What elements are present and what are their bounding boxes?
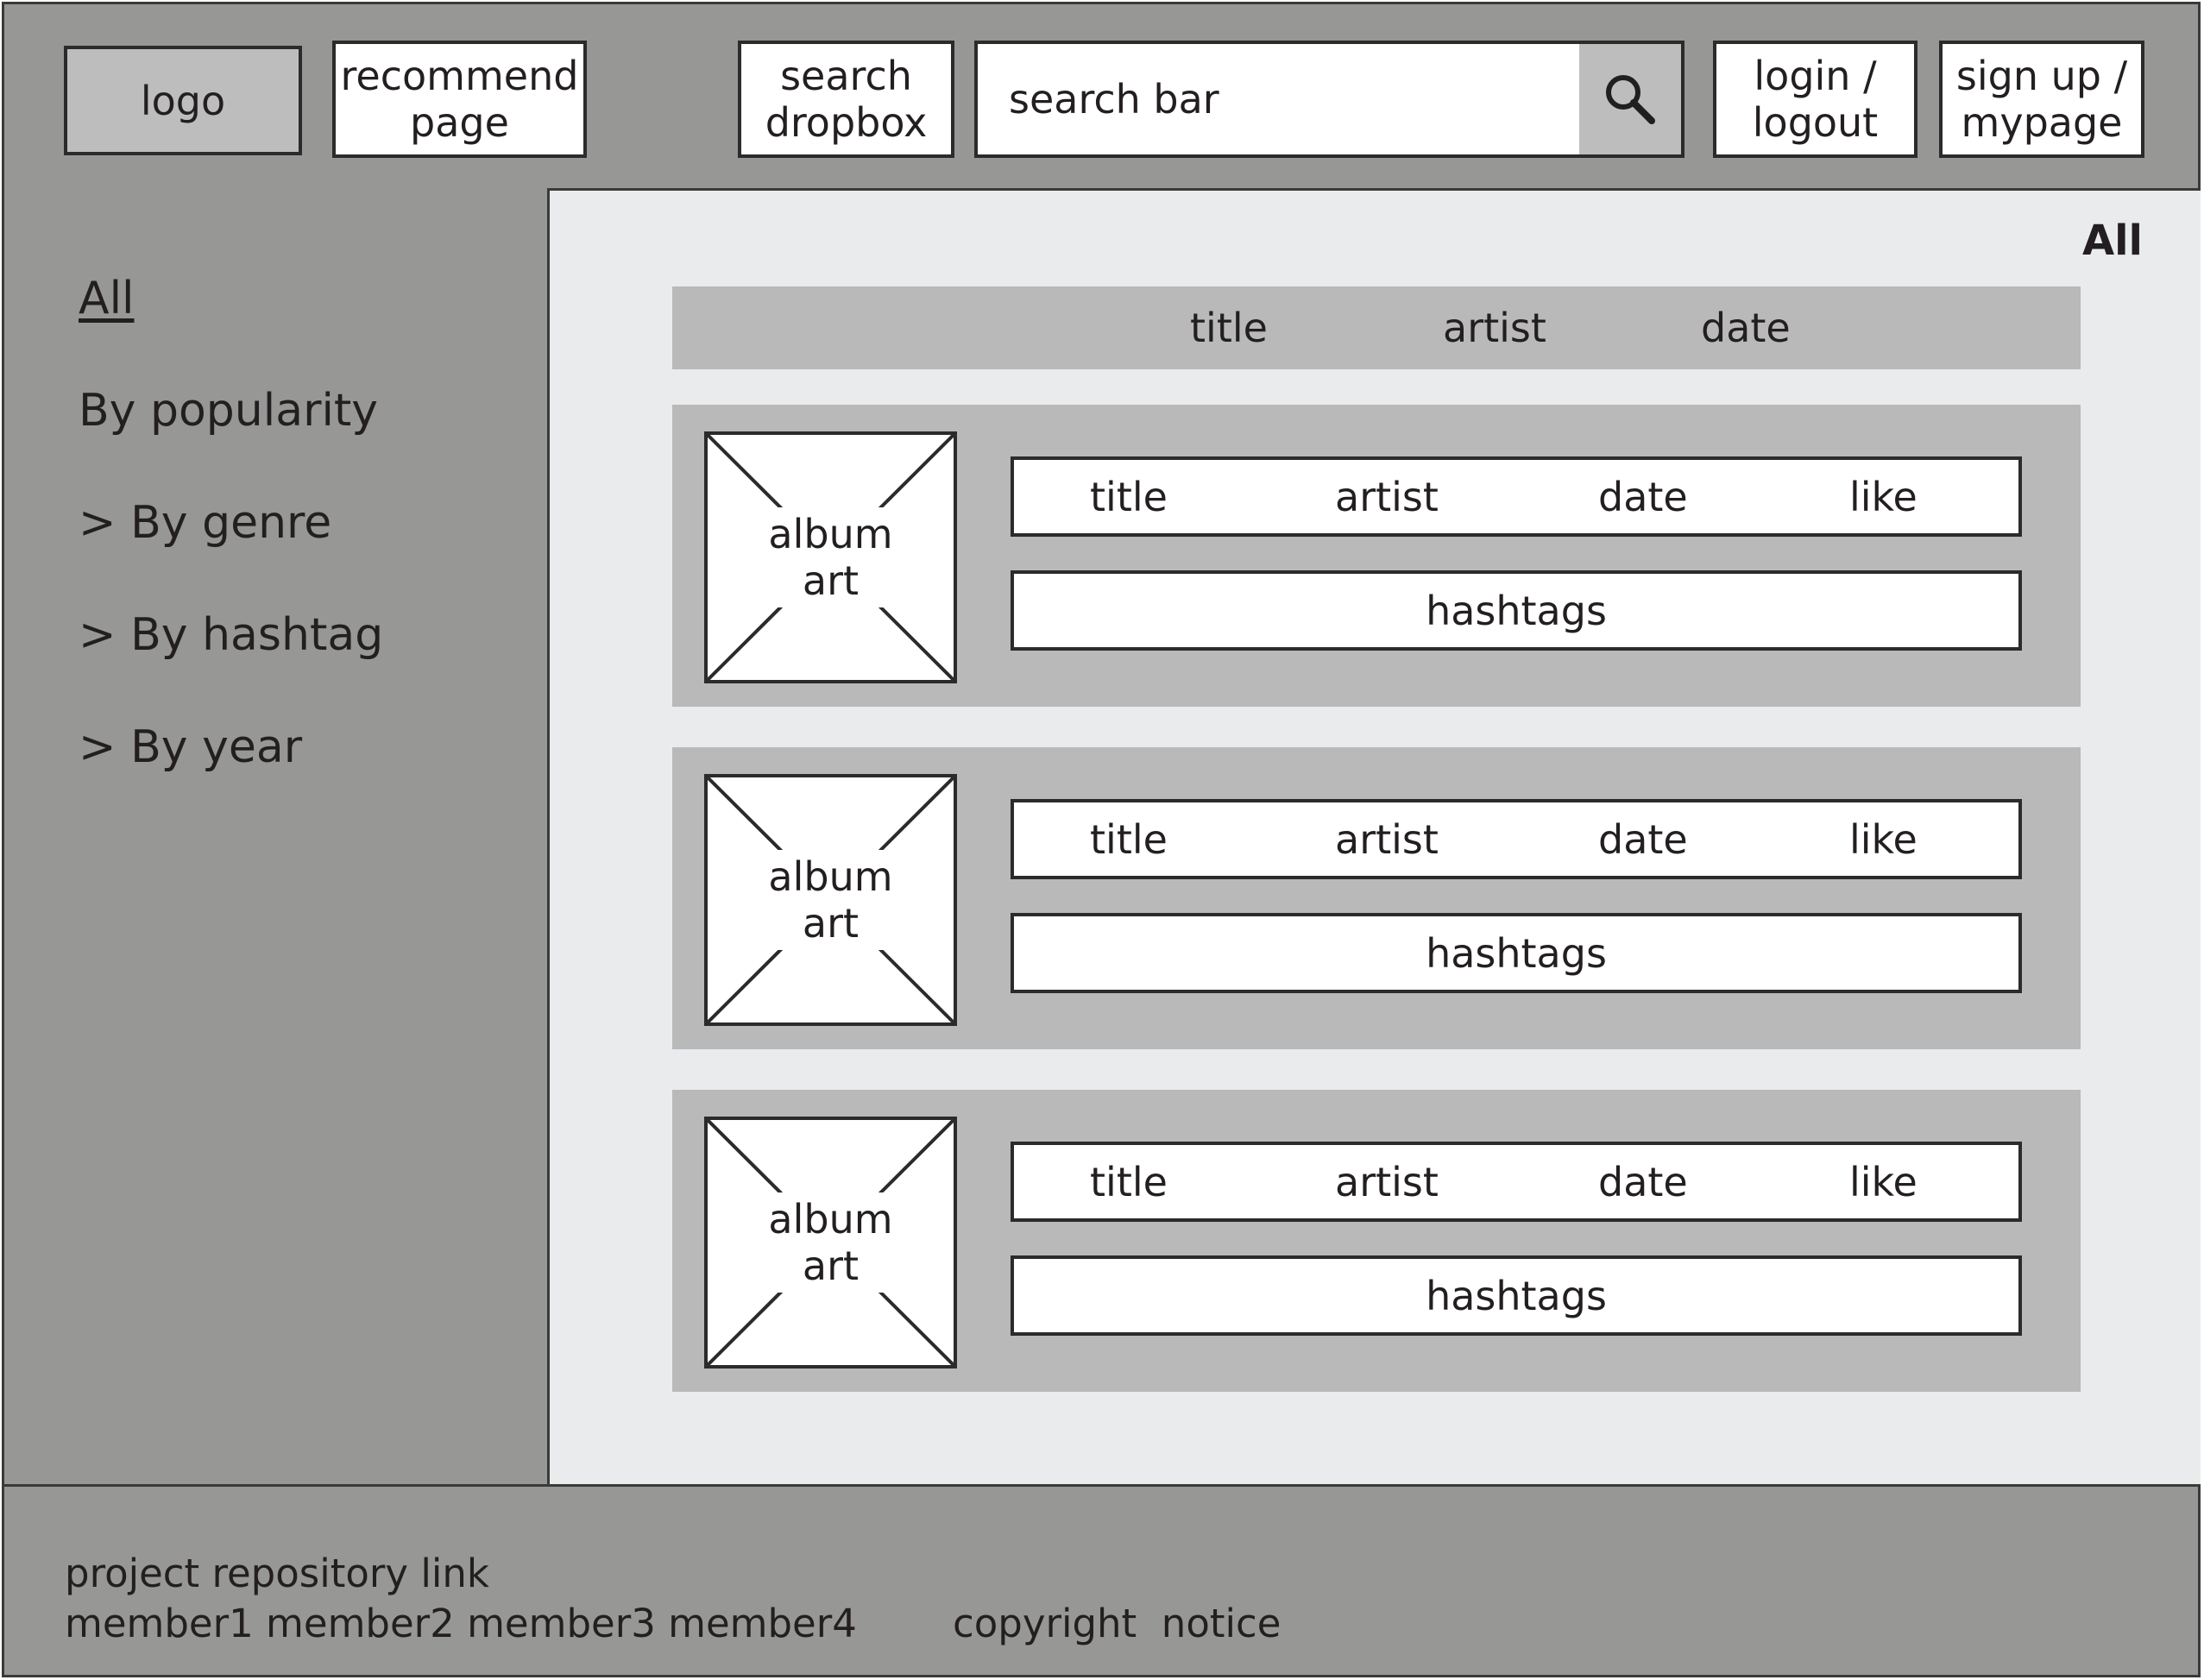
footer: project repository link member1 member2 … [2,1484,2201,1677]
top-header: logo recommend page search dropbox searc… [2,2,2201,191]
album-art[interactable]: album art [704,431,957,683]
song-card[interactable]: album art title artist date like hashtag… [672,1090,2081,1392]
song-date: date [1598,815,1688,863]
recommend-page-label: recommend page [340,53,579,146]
song-card[interactable]: album art title artist date like hashtag… [672,747,2081,1049]
column-artist[interactable]: artist [1443,305,1546,351]
sidebar-item-by-popularity[interactable]: By popularity [79,385,379,437]
song-title[interactable]: title [1090,473,1168,520]
sidebar: All By popularity > By genre > By hashta… [2,188,550,1487]
recommend-page-button[interactable]: recommend page [332,41,587,158]
song-date: date [1598,473,1688,520]
column-title[interactable]: title [1190,305,1268,351]
hashtags-row[interactable]: hashtags [1011,913,2022,993]
project-repository-link[interactable]: project repository link [65,1551,489,1596]
song-card[interactable]: album art title artist date like hashtag… [672,405,2081,707]
song-title[interactable]: title [1090,815,1168,863]
song-info-row: title artist date like [1011,799,2022,879]
song-artist[interactable]: artist [1335,815,1439,863]
song-info-row: title artist date like [1011,1142,2022,1222]
song-date: date [1598,1158,1688,1205]
search-button[interactable] [1579,44,1681,154]
sidebar-item-by-genre[interactable]: > By genre [79,497,332,549]
sidebar-item-by-hashtag[interactable]: > By hashtag [79,609,384,661]
song-artist[interactable]: artist [1335,1158,1439,1205]
song-artist[interactable]: artist [1335,473,1439,520]
album-art-label: album art [761,507,900,607]
signup-mypage-button[interactable]: sign up / mypage [1939,41,2144,158]
search-icon [1606,75,1655,124]
album-art-label: album art [761,1192,900,1293]
login-logout-label: login / logout [1752,53,1879,146]
like-button[interactable]: like [1849,473,1917,520]
like-button[interactable]: like [1849,815,1917,863]
like-button[interactable]: like [1849,1158,1917,1205]
search-bar-placeholder: search bar [1009,76,1219,123]
search-dropbox[interactable]: search dropbox [738,41,954,158]
song-title[interactable]: title [1090,1158,1168,1205]
hashtags-row[interactable]: hashtags [1011,1255,2022,1336]
search-dropbox-label: search dropbox [765,53,928,146]
hashtags-row[interactable]: hashtags [1011,570,2022,651]
column-date[interactable]: date [1701,305,1791,351]
signup-mypage-label: sign up / mypage [1955,53,2128,146]
sidebar-item-all[interactable]: All [79,273,135,324]
copyright-notice: copyright notice [953,1601,1281,1646]
sidebar-item-by-year[interactable]: > By year [79,721,303,773]
song-info-row: title artist date like [1011,456,2022,537]
search-input[interactable]: search bar [974,41,1684,158]
main-content: All title artist date album art title ar… [550,191,2201,1487]
logo[interactable]: logo [64,46,302,155]
album-art[interactable]: album art [704,774,957,1026]
page-title: All [2081,217,2143,265]
album-art[interactable]: album art [704,1117,957,1369]
logo-label: logo [140,77,226,124]
album-art-label: album art [761,850,900,950]
column-header: title artist date [672,286,2081,369]
member-list: member1 member2 member3 member4 [65,1601,857,1646]
login-logout-button[interactable]: login / logout [1713,41,1917,158]
